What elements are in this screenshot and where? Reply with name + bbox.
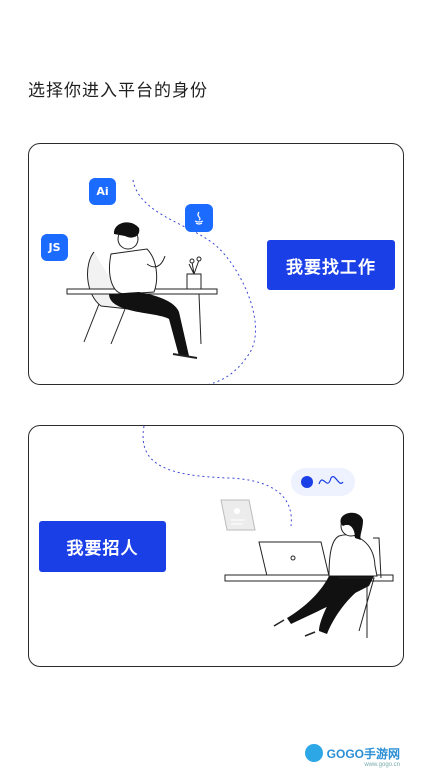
job-seeker-illustration [66,179,256,384]
watermark: GOGO手游网 [304,744,400,762]
gogo-logo-icon [304,744,323,762]
watermark-sub: www.gogo.cn [364,762,400,768]
ai-badge-icon: Ai [89,178,116,205]
page-title: 选择你进入平台的身份 [28,81,208,101]
js-badge-icon: JS [41,234,68,261]
java-badge-icon [185,204,213,232]
job-seeker-card[interactable]: Ai JS 我要找工作 [28,143,404,385]
find-job-button[interactable]: 我要找工作 [267,240,395,290]
hire-button[interactable]: 我要招人 [39,521,166,572]
watermark-brand: GOGO手游网 [326,746,400,761]
recruiter-illustration [142,426,394,638]
recruiter-card[interactable]: 我要招人 [28,425,404,667]
